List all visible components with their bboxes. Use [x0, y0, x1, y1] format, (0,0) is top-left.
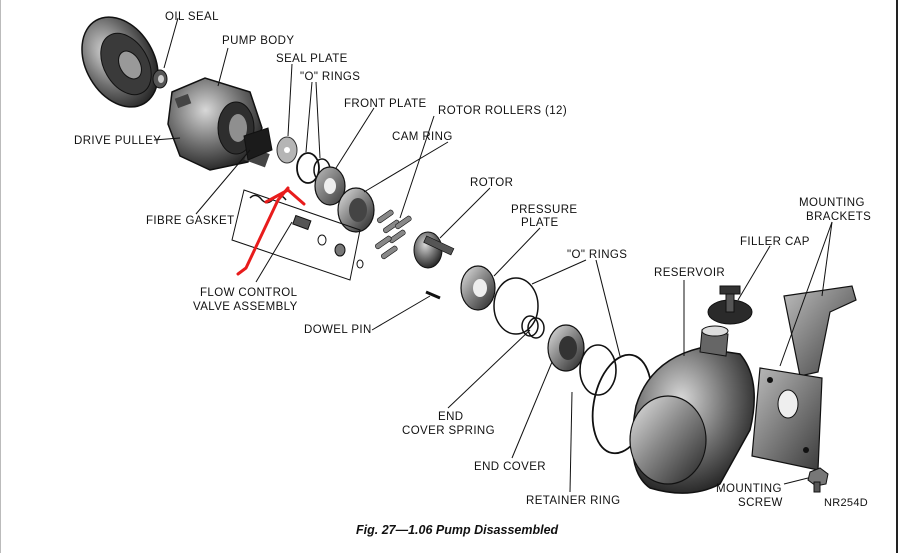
fibre-gasket-part [243, 127, 273, 161]
end-cover-spring-part [521, 315, 545, 339]
right-edge [896, 0, 898, 553]
leader-lines [153, 17, 833, 493]
rotor-part [413, 231, 455, 269]
label-end-cover: END COVER [474, 461, 546, 473]
label-pressure-plate-line1: PRESSURE [511, 204, 577, 216]
oil-seal-part [152, 69, 168, 89]
label-mounting-brackets-line1: MOUNTING [799, 197, 865, 209]
label-retainer-ring: RETAINER RING [526, 495, 620, 507]
pressure-plate-part [460, 265, 496, 311]
pump-body-part [167, 77, 270, 171]
label-fibre-gasket: FIBRE GASKET [146, 215, 235, 227]
rotor-rollers-part [374, 209, 412, 260]
mounting-screw-part [807, 467, 829, 493]
label-dowel-pin: DOWEL PIN [304, 324, 372, 336]
label-o-rings-top: "O" RINGS [300, 71, 360, 83]
figure-caption: Fig. 27—1.06 Pump Disassembled [356, 523, 559, 537]
retainer-ring-part [579, 344, 617, 396]
label-pump-body: PUMP BODY [222, 35, 294, 47]
cam-ring-part [337, 187, 375, 233]
label-end-cover-spring-line1: END [438, 411, 463, 423]
seal-plate-part [276, 136, 298, 164]
filler-cap-part [707, 285, 753, 325]
label-mounting-screw-line1: MOUNTING [716, 483, 782, 495]
dowel-pin-part [425, 290, 441, 300]
label-flow-control-line2: VALVE ASSEMBLY [193, 301, 298, 313]
label-drive-pulley: DRIVE PULLEY [74, 135, 161, 147]
drawing-code: NR254D [824, 497, 868, 509]
end-cover-part [547, 324, 585, 372]
part-labels: OIL SEAL PUMP BODY SEAL PLATE "O" RINGS … [74, 11, 871, 509]
label-o-rings-mid: "O" RINGS [567, 249, 627, 261]
label-rotor-rollers: ROTOR ROLLERS (12) [438, 105, 567, 117]
label-cam-ring: CAM RING [392, 131, 453, 143]
label-reservoir: RESERVOIR [654, 267, 725, 279]
label-flow-control-line1: FLOW CONTROL [200, 287, 298, 299]
label-rotor: ROTOR [470, 177, 513, 189]
front-plate-part [314, 166, 346, 206]
red-annotation-arrow [236, 186, 306, 276]
label-pressure-plate-line2: PLATE [521, 217, 559, 229]
reservoir-part [629, 325, 755, 494]
drive-pulley-part [81, 16, 159, 108]
label-oil-seal: OIL SEAL [165, 11, 219, 23]
label-front-plate: FRONT PLATE [344, 98, 427, 110]
label-mounting-screw-line2: SCREW [738, 497, 783, 509]
o-ring-small-part [493, 277, 539, 335]
label-mounting-brackets-line2: BRACKETS [806, 211, 871, 223]
label-end-cover-spring-line2: COVER SPRING [402, 425, 495, 437]
label-filler-cap: FILLER CAP [740, 236, 810, 248]
mounting-brackets-part [751, 285, 857, 471]
label-seal-plate: SEAL PLATE [276, 53, 348, 65]
left-edge [0, 0, 1, 553]
